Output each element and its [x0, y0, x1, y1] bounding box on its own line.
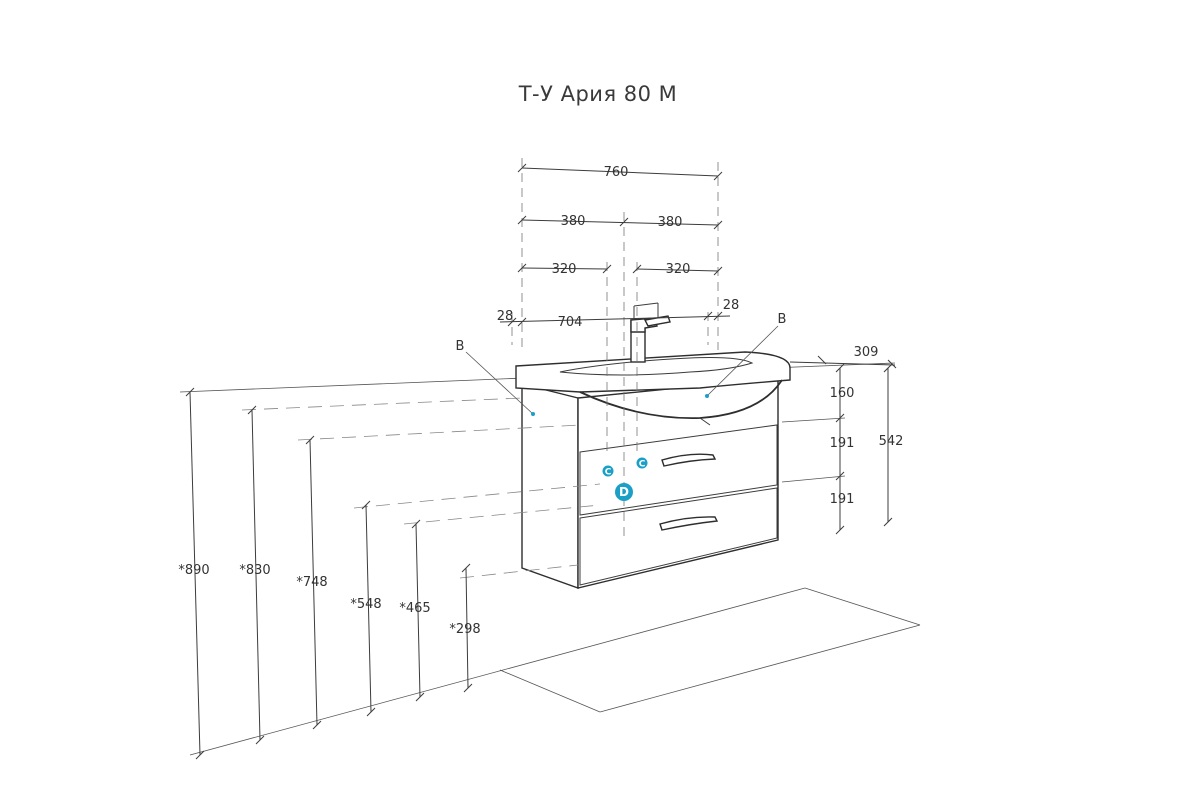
callout-b-right: B [705, 312, 786, 398]
dim-748: *748 [296, 575, 327, 590]
svg-text:B: B [778, 312, 787, 327]
drawer-upper [579, 424, 778, 516]
dim-380-left: 380 [561, 214, 586, 229]
dim-298: *298 [449, 622, 480, 637]
dim-890: *890 [178, 563, 209, 578]
dim-830: *830 [239, 563, 270, 578]
dim-309: 309 [854, 345, 879, 360]
drain-marker: D [615, 483, 633, 501]
dim-28-right: 28 [723, 298, 740, 313]
right-dimensions: 309 542 160 191 191 [781, 345, 904, 535]
dim-191-lower: 191 [830, 492, 855, 507]
dim-465: *465 [399, 601, 430, 616]
cabinet [521, 377, 779, 589]
dim-191-upper: 191 [830, 436, 855, 451]
dim-28-left: 28 [497, 309, 514, 324]
svg-text:C: C [639, 460, 646, 470]
drawer-lower [579, 487, 778, 586]
svg-text:B: B [456, 339, 465, 354]
svg-text:D: D [619, 485, 629, 499]
faucet [630, 302, 671, 363]
cold-water-marker-left: C [602, 465, 614, 478]
dim-320-left: 320 [552, 262, 577, 277]
dim-380-right: 380 [658, 215, 683, 230]
floor-height-dimensions: *890 *830 *748 *548 *465 *298 [178, 387, 601, 760]
callout-b-left: B [456, 339, 535, 416]
top-dimensions: 760 380 380 320 320 704 28 28 [497, 158, 740, 540]
dim-160: 160 [830, 386, 855, 401]
cold-water-marker-right: C [636, 457, 648, 470]
dim-760: 760 [604, 165, 629, 180]
drawing-title: Т-У Ария 80 М [518, 82, 678, 106]
dim-542: 542 [879, 434, 904, 449]
svg-text:C: C [605, 468, 612, 478]
handle-upper [661, 453, 717, 467]
handle-lower [659, 516, 719, 531]
dim-548: *548 [350, 597, 381, 612]
dim-704: 704 [558, 315, 583, 330]
dim-320-right: 320 [666, 262, 691, 277]
